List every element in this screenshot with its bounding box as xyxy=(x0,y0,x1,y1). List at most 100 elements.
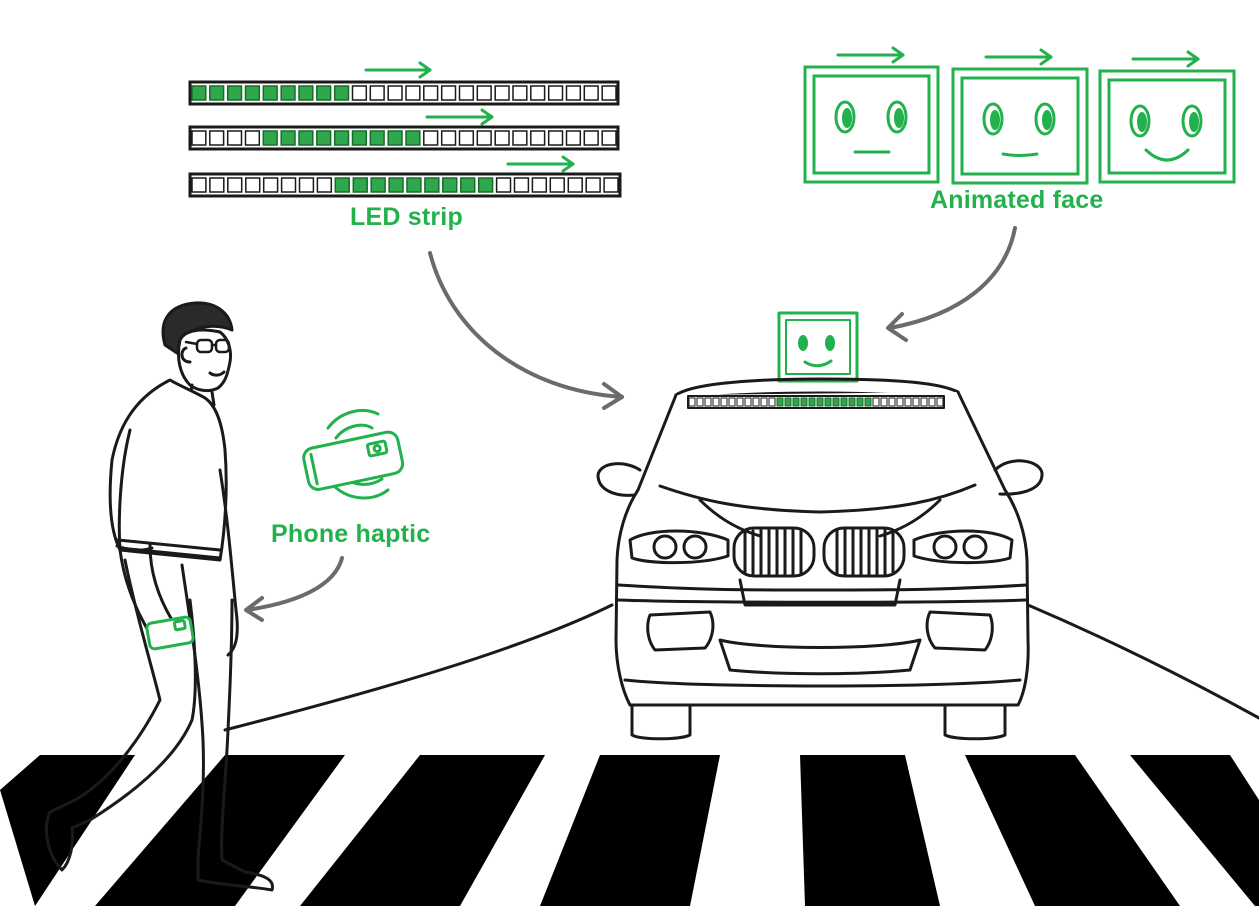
led-segment-lit xyxy=(191,85,207,101)
led-segment-lit xyxy=(262,85,278,101)
car-grille xyxy=(732,526,906,578)
car-foglight-left xyxy=(646,610,715,652)
car-body xyxy=(614,390,1030,707)
led-segment-off xyxy=(531,177,548,193)
led-segment-off xyxy=(904,397,912,407)
led-segment-lit xyxy=(333,130,350,146)
led-segment-lit xyxy=(352,177,368,193)
led-segment-lit xyxy=(244,85,261,101)
crosswalk-stripe xyxy=(540,755,720,906)
led-segment-lit xyxy=(316,85,332,101)
led-segment-lit xyxy=(298,130,314,146)
car-headlight-right xyxy=(912,529,1014,565)
led-segment-off xyxy=(920,397,928,407)
led-segment-off xyxy=(512,85,528,101)
led-segment-off xyxy=(565,130,582,146)
phone-haptic-icon xyxy=(302,409,405,500)
led-segment-lit xyxy=(334,177,350,193)
led-segment-lit xyxy=(808,397,816,407)
led-segment-off xyxy=(476,130,492,146)
led-segment-off xyxy=(244,130,261,146)
led-callout-arrow-icon xyxy=(428,251,624,410)
led-strip-row xyxy=(188,125,620,151)
face-eye xyxy=(1129,104,1151,138)
led-segment-off xyxy=(736,397,744,407)
led-segment-off xyxy=(547,130,564,146)
led-segment-lit xyxy=(370,177,386,193)
led-segment-off xyxy=(351,85,368,101)
led-segment-lit xyxy=(388,177,404,193)
led-segment-lit xyxy=(406,177,422,193)
led-segment-off xyxy=(440,85,457,101)
led-segment-lit xyxy=(442,177,458,193)
led-segment-off xyxy=(495,177,512,193)
car-headlight-left xyxy=(628,529,730,565)
led-segment-off xyxy=(262,177,279,193)
led-segment-lit xyxy=(333,85,350,101)
led-segment-off xyxy=(387,85,403,101)
led-segment-off xyxy=(226,130,243,146)
led-segment-off xyxy=(585,177,601,193)
face-callout-arrow-icon xyxy=(886,226,1017,342)
led-segment-off xyxy=(530,130,546,146)
led-segment-lit xyxy=(840,397,848,407)
led-segment-off xyxy=(896,397,904,407)
crosswalk-stripe xyxy=(95,755,345,906)
led-segment-off xyxy=(494,130,510,146)
pedestrian-leg-front xyxy=(180,563,275,892)
led-segment-lit xyxy=(209,85,225,101)
led-segment-off xyxy=(245,177,261,193)
led-segment-off xyxy=(583,130,599,146)
car-lower-intake xyxy=(718,638,922,676)
led-segment-off xyxy=(423,130,439,146)
right-arrow-icon xyxy=(506,155,575,173)
right-arrow-icon xyxy=(364,61,432,79)
led-segment-lit xyxy=(351,130,368,146)
face-frame xyxy=(803,65,940,184)
led-segment-lit xyxy=(832,397,840,407)
pedestrian-leg-back xyxy=(44,558,197,872)
led-strip-row xyxy=(188,80,620,106)
face-eye xyxy=(1034,102,1056,136)
led-segment-off xyxy=(744,397,752,407)
led-segment-off xyxy=(936,397,944,407)
led-segment-off xyxy=(494,85,510,101)
led-segment-off xyxy=(760,397,768,407)
pedestrian-torso xyxy=(108,378,228,562)
led-segment-off xyxy=(912,397,920,407)
led-segment-lit xyxy=(280,85,296,101)
right-arrow-icon xyxy=(425,108,494,126)
led-segment-lit xyxy=(792,397,800,407)
led-segment-off xyxy=(476,85,492,101)
led-segment-lit xyxy=(316,130,332,146)
led-strip-row xyxy=(188,172,622,198)
led-segment-lit xyxy=(369,130,385,146)
face-mouth xyxy=(1144,148,1190,162)
face-eye xyxy=(1181,104,1203,138)
phone-in-hand-icon xyxy=(145,615,195,651)
led-segment-off xyxy=(712,397,720,407)
led-segment-lit xyxy=(776,397,784,407)
led-segment-lit xyxy=(298,85,314,101)
led-segment-off xyxy=(458,130,475,146)
led-segment-off xyxy=(704,397,712,407)
road-left-edge xyxy=(223,603,614,732)
animated-face-label: Animated face xyxy=(930,186,1104,214)
led-segment-lit xyxy=(800,397,808,407)
led-segment-off xyxy=(603,177,619,193)
car-mirror-right xyxy=(993,459,1044,496)
led-segment-off xyxy=(720,397,728,407)
led-segment-off xyxy=(440,130,457,146)
led-segment-off xyxy=(512,130,528,146)
face-eye xyxy=(982,102,1004,136)
led-segment-lit xyxy=(405,130,421,146)
led-segment-off xyxy=(696,397,704,407)
face-eye xyxy=(886,100,908,134)
phone-haptic-label: Phone haptic xyxy=(271,520,431,548)
led-segment-lit xyxy=(387,130,403,146)
led-segment-off xyxy=(530,85,546,101)
led-segment-off xyxy=(280,177,297,193)
led-segment-lit xyxy=(856,397,864,407)
led-strip-demo xyxy=(188,80,622,198)
led-segment-lit xyxy=(424,177,440,193)
